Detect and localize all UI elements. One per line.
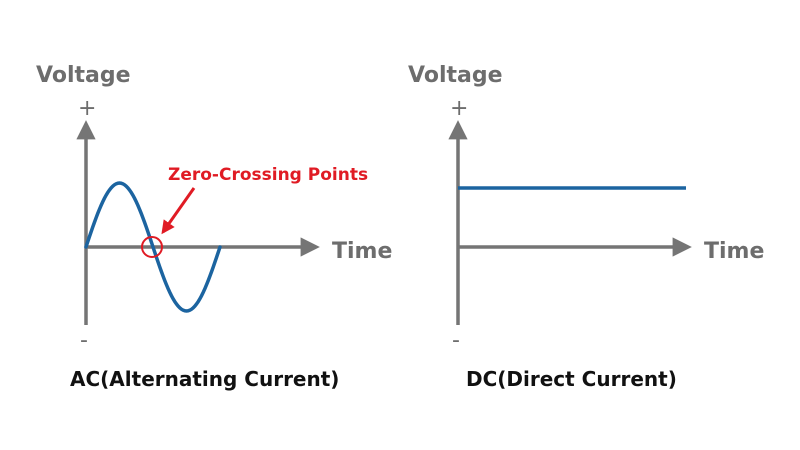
dc-minus-sign: -	[452, 328, 460, 353]
ac-panel: Voltage + - Time Zero-Crossing Points AC…	[36, 63, 392, 391]
ac-plus-sign: +	[78, 96, 96, 121]
ac-caption: AC(Alternating Current)	[70, 367, 339, 391]
dc-panel: Voltage + - Time DC(Direct Current)	[408, 63, 764, 391]
zero-crossing-marker	[141, 236, 163, 258]
dc-x-axis-label: Time	[704, 239, 764, 264]
ac-sine-wave	[84, 181, 222, 313]
zero-crossing-arrow	[161, 187, 196, 235]
dc-plus-sign: +	[450, 96, 468, 121]
ac-minus-sign: -	[80, 328, 88, 353]
zero-crossing-callout: Zero-Crossing Points	[168, 165, 368, 185]
dc-y-axis-label: Voltage	[408, 63, 503, 88]
ac-x-axis-label: Time	[332, 239, 392, 264]
ac-y-axis-label: Voltage	[36, 63, 131, 88]
dc-caption: DC(Direct Current)	[466, 367, 677, 391]
